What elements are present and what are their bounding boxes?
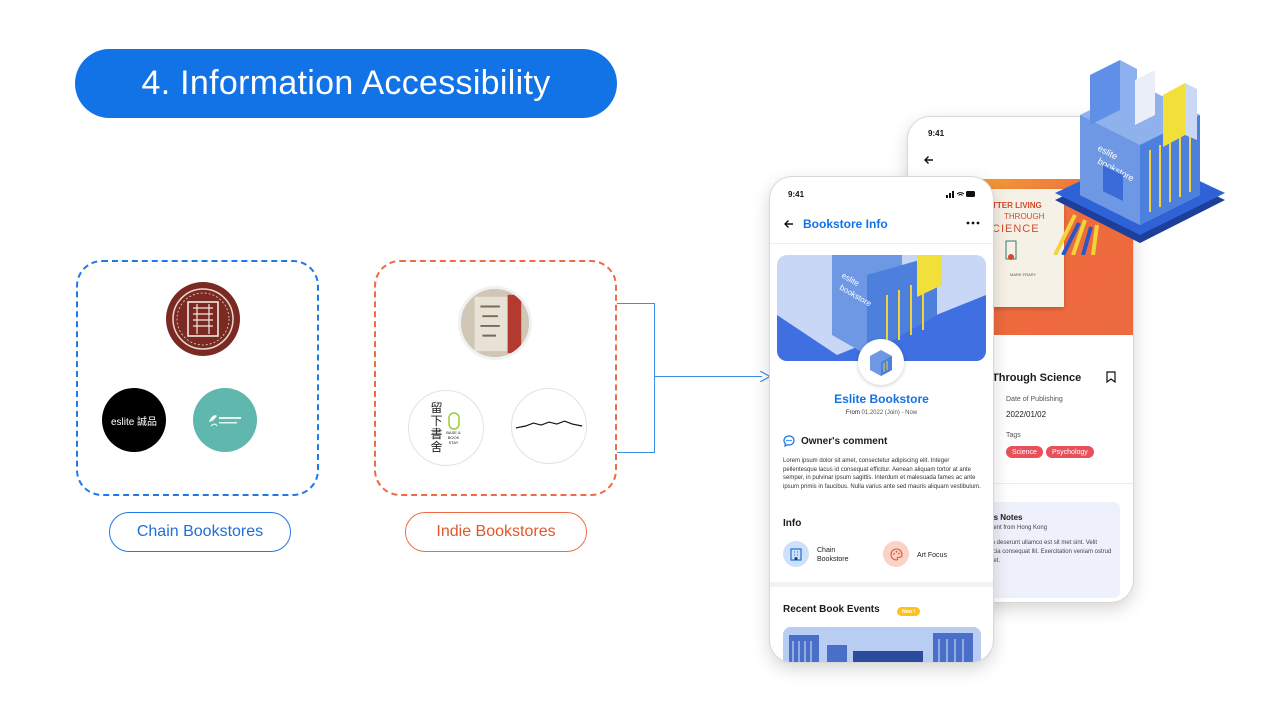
info-chain-label: Chain Bookstore — [817, 547, 849, 563]
chain-bookstores-group — [76, 260, 319, 496]
cover-line-2: THROUGH — [1004, 212, 1045, 221]
back-arrow-icon[interactable] — [784, 219, 794, 229]
bookmark-icon[interactable] — [1106, 371, 1116, 383]
info-heading: Info — [783, 518, 802, 529]
tags-label: Tags — [1006, 432, 1021, 439]
arrow-head-icon — [760, 371, 770, 382]
leaf-icon — [209, 415, 241, 427]
status-icons — [946, 191, 975, 198]
connector-arrow-line — [654, 376, 762, 377]
eslite-logo[interactable]: eslite 誠品 — [102, 388, 166, 452]
notes-card: el's Notes tudent from Hong Kong non des… — [968, 502, 1120, 598]
building-glyph — [790, 547, 802, 561]
notes-text: non deserunt ullamco est sit met sint. V… — [985, 540, 1112, 564]
cover-line-3: CIENCE — [992, 223, 1040, 235]
owner-text: Lorem ipsum dolor sit amet, consectetur … — [783, 458, 981, 490]
owner-heading: Owner's comment — [801, 436, 888, 447]
eslite-logo-text: eslite 誠品 — [110, 416, 158, 428]
liu-char-2: 下 — [430, 414, 443, 428]
tag-psychology[interactable]: Psychology — [1046, 446, 1094, 458]
mountain-line-icon — [515, 420, 583, 429]
book-cover[interactable]: TTER LIVING THROUGH CIENCE MARK FRARY — [986, 189, 1064, 307]
green-bookstore-logo[interactable] — [193, 388, 257, 452]
indie-bookstores-button[interactable]: Indie Bookstores — [405, 512, 587, 552]
store-since: From 01.2022 (Join) - Now — [770, 410, 993, 416]
liu-char-1: 留 — [430, 401, 443, 415]
status-time: 9:41 — [788, 190, 805, 199]
building-icon — [783, 541, 809, 567]
notes-author: ael — [985, 573, 1120, 579]
notes-subtitle: tudent from Hong Kong — [985, 525, 1048, 531]
book-title: Through Science — [992, 372, 1082, 384]
bookstore-building-illustration: eslite bookstore — [1053, 60, 1225, 255]
publish-label: Date of Publishing — [1006, 396, 1063, 403]
since-prefix: From — [845, 410, 860, 416]
liu-char-3: 書 — [430, 427, 443, 441]
store-name: Eslite Bookstore — [834, 392, 929, 406]
liu-char-4: 舍 — [430, 440, 443, 454]
liu-side-text: BASE & BOOK STAY — [446, 429, 461, 445]
since-value: 01.2022 (Join) - Now — [861, 410, 918, 416]
bookstore-info-screen: 9:41 Bookstore Info eslite bookstore Esl… — [770, 177, 993, 662]
storefront-photo-icon — [461, 289, 529, 357]
store-avatar-icon — [870, 350, 892, 376]
connector-bottom — [617, 452, 655, 453]
comment-icon — [783, 435, 795, 447]
store-banner-illustration: eslite bookstore — [777, 255, 986, 361]
event-card[interactable] — [783, 627, 981, 662]
divider — [908, 483, 1133, 484]
notes-title: el's Notes — [985, 513, 1023, 522]
header-divider — [770, 243, 993, 244]
door-icon — [447, 411, 460, 430]
cover-author: MARK FRARY — [1010, 272, 1037, 277]
slide-title: 4. Information Accessibility — [75, 49, 617, 118]
palette-icon — [883, 541, 909, 567]
chain-bookstores-button[interactable]: Chain Bookstores — [109, 512, 291, 552]
back-arrow-icon[interactable] — [924, 155, 934, 165]
events-heading: Recent Book Events — [783, 604, 880, 615]
storefront-photo-logo[interactable] — [458, 286, 532, 360]
seal-logo[interactable] — [166, 282, 240, 356]
mountain-line-logo[interactable] — [511, 388, 587, 464]
palette-glyph — [890, 547, 903, 561]
more-options-icon[interactable] — [966, 221, 980, 225]
cover-line-1: TTER LIVING — [992, 201, 1042, 210]
connector-top — [617, 303, 655, 304]
section-divider — [770, 582, 993, 587]
tag-science[interactable]: Science — [1006, 446, 1043, 458]
indie-bookstores-group — [374, 260, 617, 496]
info-art-label: Art Focus — [917, 552, 947, 559]
store-avatar — [858, 339, 904, 385]
event-illustration — [783, 627, 981, 662]
publish-date: 2022/01/02 — [1006, 410, 1047, 419]
status-time: 9:41 — [928, 129, 945, 138]
connector-vertical — [654, 303, 655, 453]
cover-illustration-icon — [1005, 240, 1017, 260]
new-badge: New ! — [897, 607, 921, 616]
header-title: Bookstore Info — [803, 217, 888, 231]
liu-xia-shu-she-logo[interactable]: 留 下 書 舍 BASE & BOOK STAY — [408, 390, 484, 466]
seal-icon — [172, 288, 234, 350]
